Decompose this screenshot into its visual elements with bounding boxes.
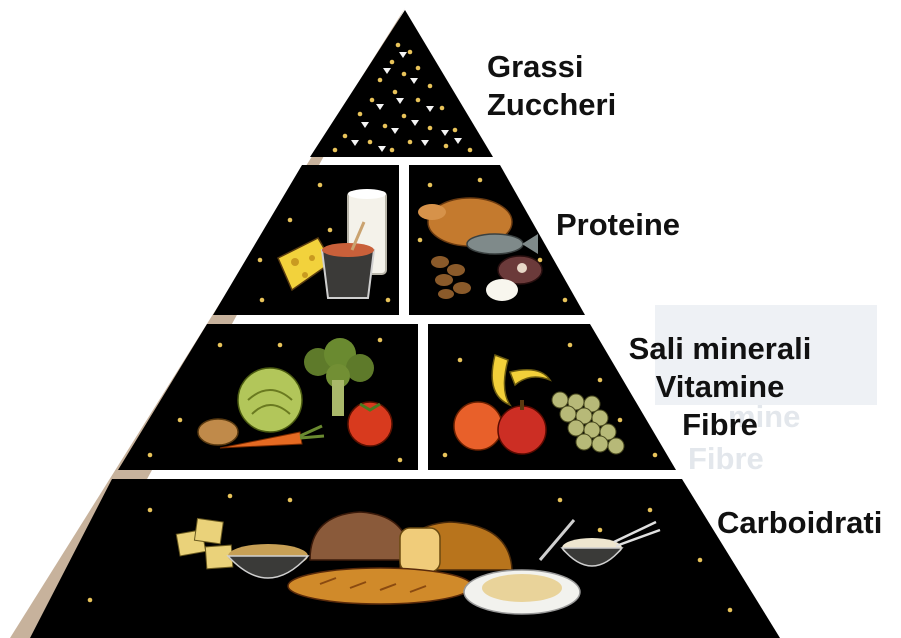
label-zuccheri: Zuccheri xyxy=(487,86,616,124)
label-sali-minerali: Sali minerali xyxy=(620,330,820,368)
lettuce-icon xyxy=(238,368,302,432)
label-carboidrati: Carboidrati xyxy=(717,504,882,542)
label-grassi: Grassi xyxy=(487,48,584,86)
egg-icon xyxy=(486,279,518,301)
potato-icon xyxy=(198,419,238,445)
ghost-text-2: Fibre xyxy=(688,440,764,478)
label-proteine: Proteine xyxy=(556,206,680,244)
tier-1-fats-sugars xyxy=(310,10,493,157)
tomato-icon xyxy=(348,402,392,446)
baguette-icon xyxy=(288,568,472,604)
label-fibre: Fibre xyxy=(620,406,820,444)
label-vitamine: Vitamine xyxy=(620,368,820,406)
orange-icon xyxy=(454,402,502,450)
